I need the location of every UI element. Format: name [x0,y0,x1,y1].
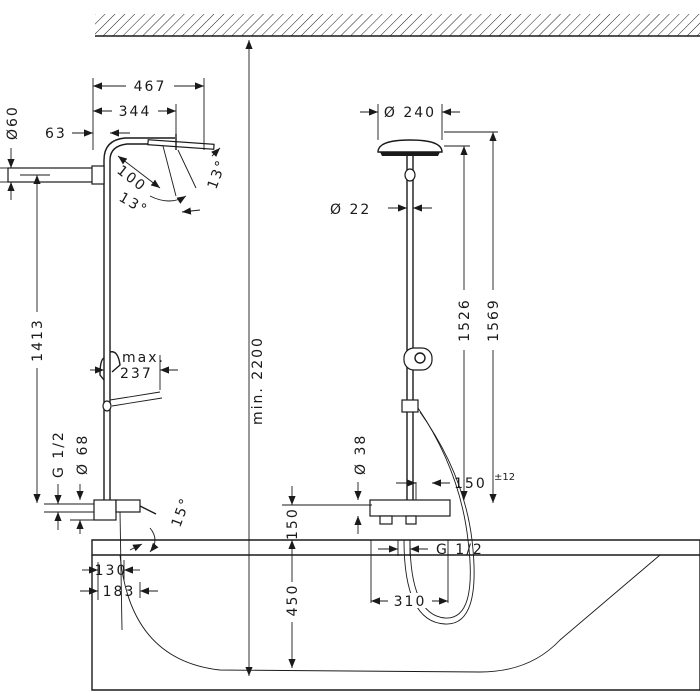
dim-1569: 1569 ±12 [444,131,515,503]
right-shower-unit [369,139,475,625]
dim-22: Ø 22 [330,202,432,218]
dim-450-label: 450 [285,584,301,617]
dim-38-label: Ø 38 [353,434,369,475]
dim-150-v-label: 150 [285,507,301,540]
dim-183-label: 183 [103,584,136,600]
dim-150-h-label: 150 [454,476,487,492]
dim-22-label: Ø 22 [330,202,371,218]
dim-60-label: Ø60 [5,105,21,140]
angle-13-left-label: 13° [116,190,151,219]
dim-237-label: 237 [120,366,153,382]
dim-g12-68: G 1/2 Ø 68 [44,430,94,534]
dim-min-2200-label: min. 2200 [250,336,266,425]
dim-240-label: Ø 240 [384,105,436,121]
dim-310-label: 310 [394,594,427,610]
dim-1569-label: 1569 [486,298,502,342]
dim-63: 63 [45,126,130,142]
dim-150-horizontal: 150 [396,476,487,500]
angle-15-label: 15° [169,495,195,529]
dim-1526-label: 1526 [457,298,473,342]
dim-150-vertical: 150 [282,486,372,560]
dim-63-label: 63 [45,126,67,142]
dim-183: 183 [80,582,158,600]
dim-max-label: max. [122,350,165,366]
dim-1413: 1413 [20,174,50,503]
left-shower-unit [7,134,215,631]
dim-100-label: 100 [114,163,150,196]
dim-38: Ø 38 [353,434,369,534]
dim-344: 344 [93,104,177,134]
angle-13-right-label: 13° [205,157,231,191]
dim-68-label: Ø 68 [75,434,91,475]
dim-100-angles: 100 13° 13° [114,145,231,219]
dim-237: max. 237 [90,350,178,390]
dim-130-label: 130 [95,563,128,579]
dim-240: Ø 240 [360,104,460,140]
dim-467-label: 467 [134,79,167,95]
ceiling [95,14,700,37]
dim-450: 450 [284,560,301,668]
dim-1413-label: 1413 [30,318,46,362]
dim-310: 310 [371,593,448,610]
dim-min-height: min. 2200 [245,40,266,676]
tolerance-label: ±12 [494,472,515,483]
dim-1526: 1526 [444,145,473,500]
thread-left-label: G 1/2 [51,430,67,478]
bathtub [91,539,700,691]
dim-pipe-60: Ø60 [0,105,21,200]
thread-right-label: G 1/2 [436,542,484,558]
dim-g12-right: G 1/2 [378,540,484,558]
dim-130: 130 [82,560,140,600]
dim-344-label: 344 [119,104,152,120]
